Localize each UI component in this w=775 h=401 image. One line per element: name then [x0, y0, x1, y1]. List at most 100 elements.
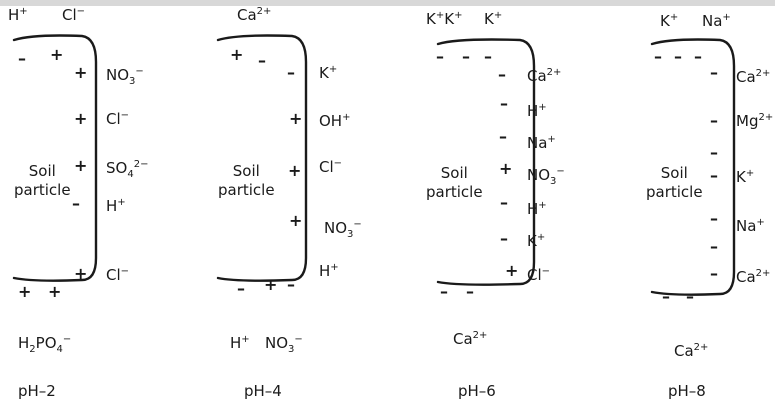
- side-ion: OH+: [319, 112, 351, 130]
- surface-charge: +: [230, 45, 244, 64]
- side-ion: Ca2+: [736, 68, 771, 86]
- surface-charge: +: [289, 211, 303, 230]
- panel-ph2: H+ Cl− – + + + + – + + + NO3− Cl− SO42− H+ Cl− H2PO4− Soi…: [0, 0, 190, 401]
- soil-label-line: Soil: [660, 164, 688, 182]
- surface-charge: –: [499, 127, 507, 146]
- surface-charge: –: [710, 111, 718, 130]
- side-ion: Ca2+: [736, 268, 771, 286]
- ph-label: pH–8: [668, 382, 706, 400]
- bottom-ion: H+: [230, 334, 250, 352]
- surface-charge: –: [694, 47, 702, 66]
- side-ion: Cl−: [106, 266, 130, 284]
- soil-label-line: particle: [426, 183, 483, 201]
- surface-charge: +: [74, 264, 88, 283]
- panel-ph6: K+K+K+––––––+––+––Ca2+H+Na+NO3−H+K+Cl−Ca…: [426, 0, 616, 401]
- surface-charge: –: [674, 47, 682, 66]
- surface-charge: –: [654, 47, 662, 66]
- surface-charge: –: [440, 282, 448, 301]
- surface-charge: –: [710, 264, 718, 283]
- surface-charge: –: [710, 63, 718, 82]
- surface-charge: +: [264, 275, 278, 294]
- side-ion: Mg2+: [736, 112, 774, 130]
- side-ion: NO3−: [324, 219, 362, 240]
- bottom-ion: NO3−: [265, 334, 303, 355]
- side-ion: K+: [319, 64, 338, 82]
- surface-charge: –: [710, 237, 718, 256]
- top-ion: K+: [484, 10, 503, 28]
- side-ion: H+: [527, 102, 547, 120]
- bottom-ion: Ca2+: [453, 330, 488, 348]
- surface-charge: –: [500, 193, 508, 212]
- surface-charge: –: [500, 94, 508, 113]
- side-ion: Cl−: [319, 158, 343, 176]
- side-ion: SO42−: [106, 159, 149, 180]
- soil-particle-boundary: [436, 38, 536, 286]
- surface-charge: –: [484, 47, 492, 66]
- side-ion: NO3−: [527, 166, 565, 187]
- top-ion: K+: [660, 12, 679, 30]
- side-ion: K+: [527, 232, 546, 250]
- surface-charge: –: [710, 209, 718, 228]
- side-ion: Cl−: [106, 110, 130, 128]
- surface-charge: +: [18, 282, 32, 301]
- surface-charge: –: [466, 282, 474, 301]
- side-ion: Cl−: [527, 266, 551, 284]
- ph-label: pH–6: [458, 382, 496, 400]
- surface-charge: –: [18, 49, 26, 68]
- surface-charge: –: [287, 63, 295, 82]
- side-ion: Na+: [527, 134, 556, 152]
- boundary-curve: [436, 38, 536, 286]
- surface-charge: –: [462, 47, 470, 66]
- soil-particle-boundary: [216, 34, 308, 282]
- surface-charge: +: [50, 45, 64, 64]
- soil-particle-boundary: [650, 38, 736, 296]
- top-ion: H+: [8, 6, 28, 24]
- top-ion: Cl−: [62, 6, 86, 24]
- boundary-curve: [12, 34, 98, 282]
- bottom-ion: Ca2+: [674, 342, 709, 360]
- soil-label-line: Soil: [232, 162, 260, 180]
- side-ion: K+: [736, 168, 755, 186]
- panel-ph8: K+Na+––––––––––––Ca2+Mg2+K+Na+Ca2+Ca2+So…: [646, 0, 775, 401]
- surface-charge: –: [258, 51, 266, 70]
- bottom-ion: H2PO4−: [18, 334, 72, 355]
- surface-charge: +: [74, 63, 88, 82]
- top-border: [0, 0, 775, 6]
- surface-charge: –: [686, 287, 694, 306]
- surface-charge: –: [436, 47, 444, 66]
- soil-label-line: Soil: [440, 164, 468, 182]
- surface-charge: –: [662, 287, 670, 306]
- side-ion: Na+: [736, 217, 765, 235]
- ph-label: pH–2: [18, 382, 56, 400]
- surface-charge: +: [48, 282, 62, 301]
- surface-charge: +: [289, 109, 303, 128]
- surface-charge: +: [505, 261, 519, 280]
- top-ion: Na+: [702, 12, 731, 30]
- surface-charge: +: [74, 156, 88, 175]
- surface-charge: +: [288, 161, 302, 180]
- boundary-curve: [216, 34, 308, 282]
- surface-charge: +: [74, 109, 88, 128]
- surface-charge: +: [499, 159, 513, 178]
- side-ion: NO3−: [106, 66, 144, 87]
- surface-charge: –: [287, 275, 295, 294]
- side-ion: H+: [319, 262, 339, 280]
- surface-charge: –: [72, 194, 80, 213]
- surface-charge: –: [500, 229, 508, 248]
- side-ion: H+: [527, 200, 547, 218]
- soil-particle-boundary: [12, 34, 98, 282]
- soil-label-line: particle: [646, 183, 703, 201]
- side-ion: H+: [106, 197, 126, 215]
- surface-charge: –: [237, 279, 245, 298]
- soil-label-line: particle: [218, 181, 275, 199]
- soil-label-line: Soil: [28, 162, 56, 180]
- top-ion: K+K+: [426, 10, 463, 28]
- soil-label-line: particle: [14, 181, 71, 199]
- surface-charge: –: [710, 166, 718, 185]
